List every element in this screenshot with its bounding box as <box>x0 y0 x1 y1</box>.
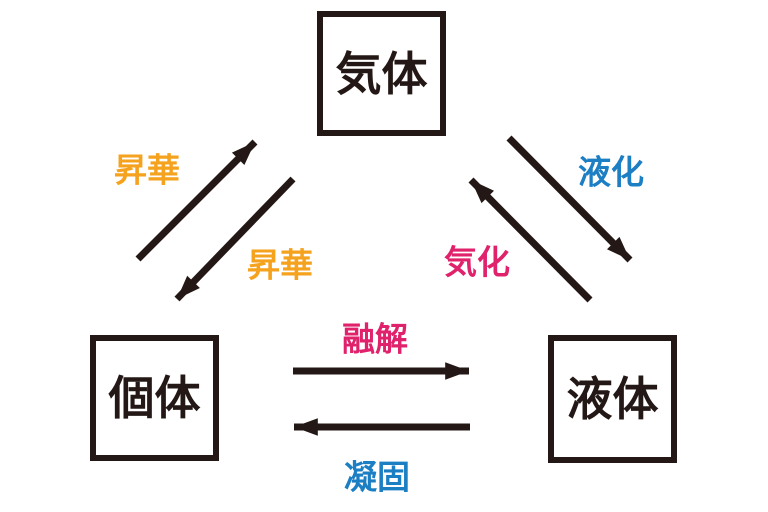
edge-label-melting: 融解 <box>342 319 408 359</box>
node-liquid-label: 液体 <box>566 372 659 426</box>
arrow-sublimation-gas-to-solid <box>174 176 296 302</box>
node-liquid: 液体 <box>548 335 677 463</box>
node-solid-label: 個体 <box>108 371 201 425</box>
node-solid: 個体 <box>90 335 219 461</box>
arrow-liquefaction-gas-to-liquid <box>506 135 633 263</box>
arrow-sublimation-solid-to-gas <box>135 139 258 262</box>
node-gas-label: 気体 <box>335 46 428 101</box>
node-gas: 気体 <box>317 11 446 136</box>
edge-label-solidification: 凝固 <box>344 457 410 497</box>
edge-label-vaporization: 気化 <box>444 242 510 282</box>
edge-label-sublimation-up: 昇華 <box>114 150 180 190</box>
edge-label-liquefaction: 液化 <box>578 152 644 192</box>
arrow-vaporization-liquid-to-gas <box>468 177 593 303</box>
edge-label-sublimation-down: 昇華 <box>247 245 313 285</box>
